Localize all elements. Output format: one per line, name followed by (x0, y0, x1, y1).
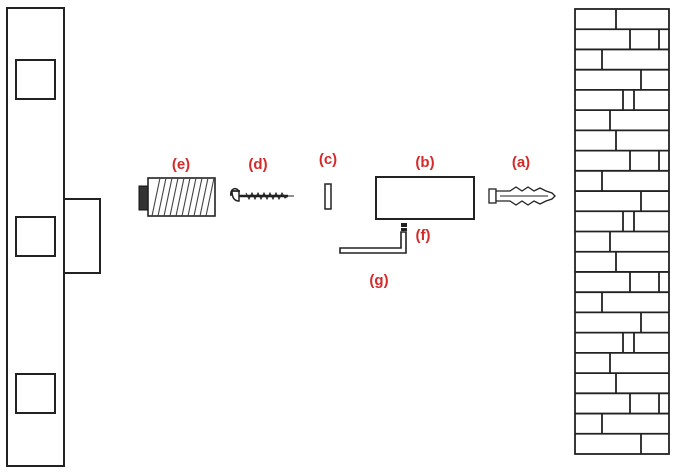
screw-head (231, 190, 240, 202)
frame-window-bottom (15, 373, 56, 414)
frame-window-middle (15, 216, 56, 257)
screw-thread (245, 191, 289, 201)
frame-bracket (63, 198, 101, 274)
spacer-body (147, 177, 216, 217)
wall-anchor (488, 186, 556, 206)
screw (229, 187, 294, 202)
label-d: (d) (248, 156, 267, 173)
label-e: (e) (172, 156, 190, 173)
mounting-block (375, 176, 475, 220)
label-f: (f) (416, 227, 431, 244)
brick-wall (574, 8, 670, 455)
washer (324, 183, 332, 210)
anchor-collar (488, 188, 497, 204)
label-b: (b) (415, 154, 434, 171)
frame-window-top (15, 59, 56, 100)
frame-panel (6, 7, 101, 467)
screw-head-arc (229, 187, 240, 197)
label-a: (a) (512, 154, 530, 171)
label-c: (c) (319, 151, 337, 168)
hex-key (339, 231, 407, 254)
label-g: (g) (369, 272, 388, 289)
threaded-spacer (138, 177, 216, 217)
spacer-threads (151, 177, 215, 217)
grub-screw (401, 223, 407, 231)
spacer-cap (138, 185, 149, 211)
